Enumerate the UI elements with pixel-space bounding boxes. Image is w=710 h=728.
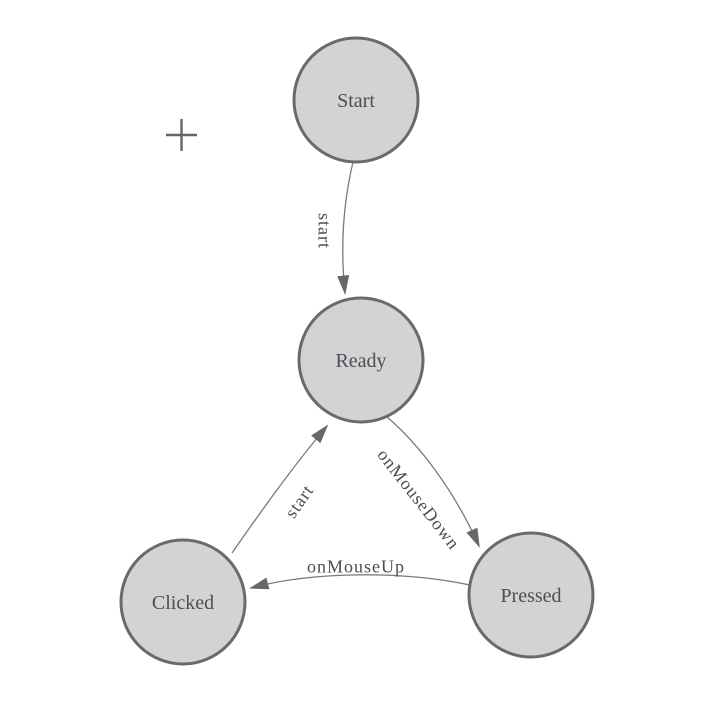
state-node-clicked-label: Clicked <box>152 592 214 614</box>
state-node-pressed-label: Pressed <box>500 585 561 607</box>
state-node-ready-label: Ready <box>335 350 386 372</box>
state-node-clicked-circle[interactable] <box>119 538 247 666</box>
edge-label-clicked-to-ready: start <box>281 481 318 522</box>
edge-clicked-to-ready[interactable] <box>231 424 329 554</box>
crosshair-icon <box>166 119 197 151</box>
state-node-pressed-circle[interactable] <box>467 531 595 659</box>
state-node-clicked[interactable]: Clicked <box>119 538 247 666</box>
state-node-start[interactable]: Start <box>292 36 420 164</box>
edge-label-start-to-ready: start <box>315 213 335 249</box>
state-node-start-label: Start <box>337 90 375 112</box>
state-node-ready[interactable]: Ready <box>297 296 425 424</box>
state-node-ready-circle[interactable] <box>297 296 425 424</box>
edge-label-onmouseup: onMouseUp <box>307 556 405 576</box>
edge-label-onmousedown: onMouseDown <box>373 445 464 553</box>
edge-ready-to-pressed[interactable] <box>386 416 480 548</box>
state-node-pressed[interactable]: Pressed <box>467 531 595 659</box>
state-node-start-circle[interactable] <box>292 36 420 164</box>
edge-pressed-to-clicked[interactable] <box>249 574 471 590</box>
edge-start-to-ready[interactable] <box>337 161 354 295</box>
